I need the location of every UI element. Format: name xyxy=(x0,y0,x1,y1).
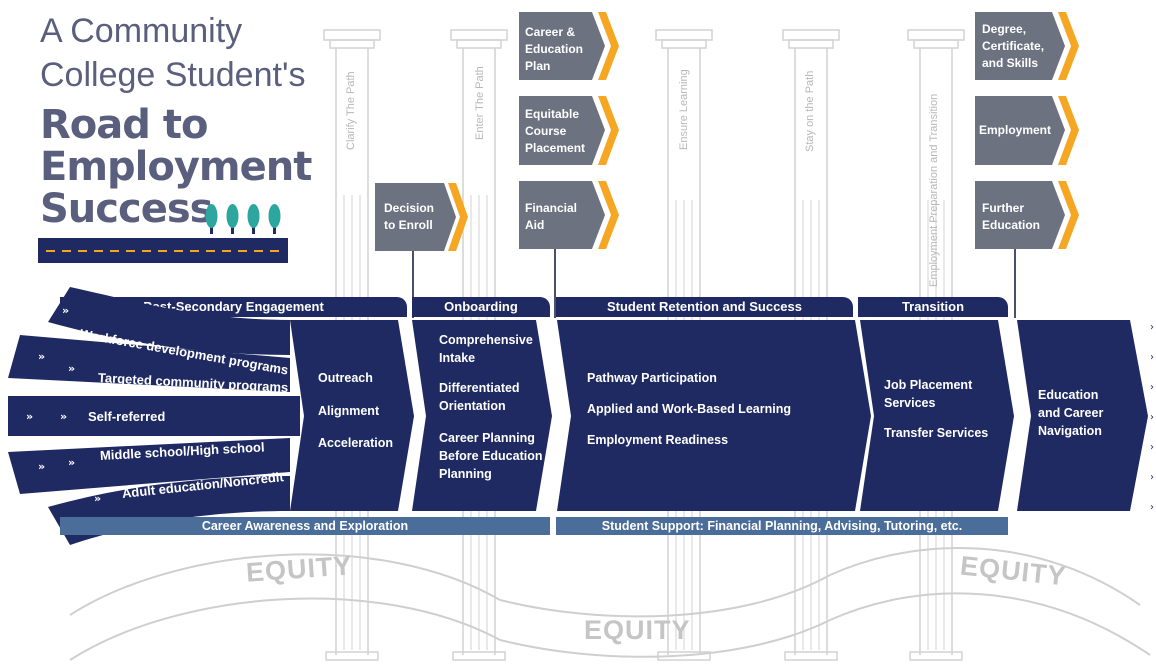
entry-self-referred: Self-referred xyxy=(88,409,166,424)
equity-ribbons xyxy=(69,546,1151,661)
chevron-engagement xyxy=(290,320,414,511)
stage-navigation: Education and Career Navigation xyxy=(1038,388,1104,438)
bar-career-awareness: Career Awareness and Exploration xyxy=(60,517,550,535)
entry-arrow-self xyxy=(8,396,300,436)
entry-arrow-workforce xyxy=(48,287,290,355)
stage-career-planning: Career Planning Before Education Plannin… xyxy=(439,431,543,481)
direction-icon: » xyxy=(68,362,75,375)
flag-employment-label: Employment xyxy=(979,123,1052,137)
stage-orientation: Differentiated Orientation xyxy=(439,381,520,413)
direction-icon: » xyxy=(62,304,69,317)
tree-icon xyxy=(205,204,218,234)
flag-degree xyxy=(975,12,1079,80)
direction-icon: » xyxy=(68,456,75,469)
title-line-1: A Community xyxy=(40,12,243,50)
tree-icon xyxy=(268,204,281,234)
title-line-5: Success xyxy=(40,186,213,232)
title-line-2: College Student's xyxy=(40,56,306,94)
phase-retention: Student Retention and Success xyxy=(556,297,853,317)
direction-icon: » xyxy=(94,492,101,505)
svg-text:›: › xyxy=(1150,442,1154,453)
chevron-final xyxy=(1017,320,1148,511)
svg-text:›: › xyxy=(1150,382,1154,393)
bar-student-support: Student Support: Financial Planning, Adv… xyxy=(556,517,1008,535)
flag-decision xyxy=(375,183,468,251)
direction-icon: » xyxy=(38,350,45,363)
direction-icon: » xyxy=(60,410,67,423)
direction-icon: » xyxy=(26,410,33,423)
flag-decision-label: Decision to Enroll xyxy=(384,201,435,232)
tree-icon xyxy=(226,204,239,234)
flag-further-education xyxy=(975,181,1079,249)
flag-course-placement-label: Equitable Course Placement xyxy=(525,107,586,155)
title-line-3: Road to xyxy=(40,102,208,148)
stage-employment-readiness: Employment Readiness xyxy=(587,433,729,447)
flag-career-plan xyxy=(519,12,619,80)
chevron-retention xyxy=(557,320,871,511)
flags-layer xyxy=(375,12,1079,251)
entry-arrow-middle xyxy=(8,438,290,494)
flag-further-education-label: Further Education xyxy=(982,201,1041,232)
phase-transition: Transition xyxy=(858,297,1008,317)
stage-alignment: Alignment xyxy=(318,404,380,418)
stage-job-placement: Job Placement Services xyxy=(884,378,973,410)
stage-outreach: Outreach xyxy=(318,371,373,385)
svg-text:›: › xyxy=(1150,352,1154,363)
road-illustration xyxy=(38,204,288,263)
svg-text:›: › xyxy=(1150,502,1154,513)
direction-icon: » xyxy=(38,460,45,473)
flag-financial-aid xyxy=(519,181,619,249)
stage-acceleration: Acceleration xyxy=(318,436,394,450)
flag-employment xyxy=(975,96,1079,165)
svg-text:›: › xyxy=(1150,322,1154,333)
flag-career-plan-label: Career & Education Plan xyxy=(525,25,584,73)
phase-onboarding: Onboarding xyxy=(412,297,550,317)
flag-degree-label: Degree, Certificate, and Skills xyxy=(982,22,1045,70)
equity-label-middle: EQUITY xyxy=(584,615,691,645)
entry-arrow-targeted xyxy=(8,335,290,392)
flag-course-placement xyxy=(519,96,619,165)
tree-icon xyxy=(247,204,260,234)
stage-transfer: Transfer Services xyxy=(884,426,989,440)
stage-intake: Comprehensive Intake xyxy=(439,333,533,365)
chevron-onboarding xyxy=(412,320,552,511)
svg-text:›: › xyxy=(1150,412,1154,423)
flag-financial-aid-label: Financial Aid xyxy=(525,201,578,232)
chevron-transition xyxy=(860,320,1014,511)
stage-applied-learning: Applied and Work-Based Learning xyxy=(587,402,791,416)
title-line-4: Employment xyxy=(40,144,312,190)
svg-text:›: › xyxy=(1150,472,1154,483)
stage-pathway: Pathway Participation xyxy=(587,371,717,385)
